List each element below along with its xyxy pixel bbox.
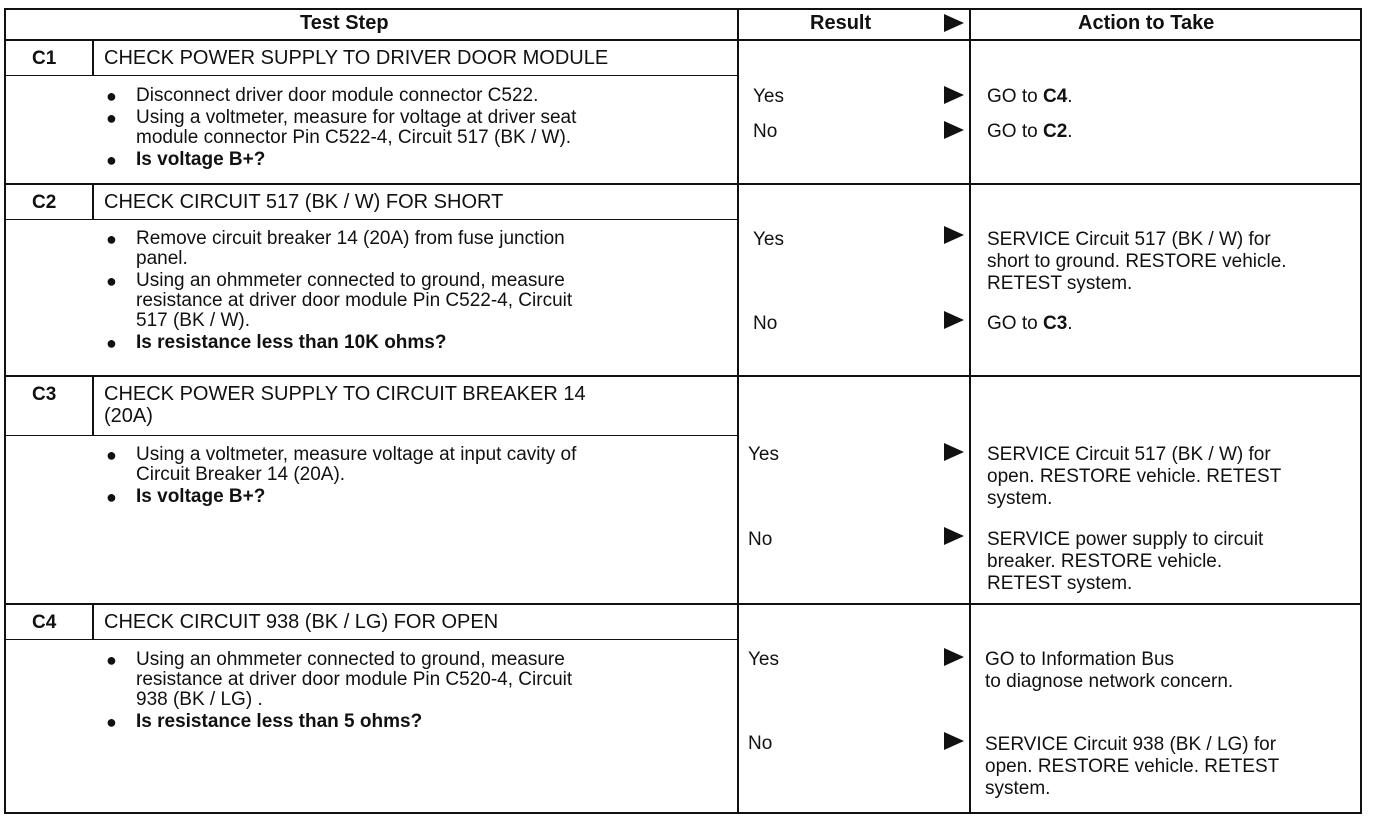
bullet-icon: ●: [106, 86, 117, 106]
step-id-c2: C2: [32, 192, 57, 213]
row-separator-c1-c2: [4, 183, 1362, 185]
result-no-c2: No: [753, 313, 778, 334]
id-divider-c1: [92, 40, 94, 76]
id-divider-c4: [92, 604, 94, 640]
arrow-icon: [944, 443, 964, 461]
procedure-question: ●Is resistance less than 10K ohms?: [106, 332, 447, 354]
result-no-c3: No: [748, 529, 773, 550]
bullet-icon: ●: [106, 487, 117, 507]
arrow-icon: [944, 121, 964, 139]
procedure-item: ●Using a voltmeter, measure for voltage …: [106, 107, 577, 129]
step-title-c4: CHECK CIRCUIT 938 (BK / LG) FOR OPEN: [104, 611, 499, 633]
action-no-c1: GO to C2.: [987, 121, 1073, 142]
arrow-icon: [944, 86, 964, 104]
step-id-c3: C3: [32, 384, 57, 405]
procedure-item-cont: module connector Pin C522-4, Circuit 517…: [136, 127, 572, 148]
arrow-icon: [944, 732, 964, 750]
bullet-icon: ●: [106, 150, 117, 170]
bullet-icon: ●: [106, 229, 117, 249]
procedure-c3: ●Using a voltmeter, measure voltage at i…: [100, 445, 720, 509]
procedure-item: ●Using an ohmmeter connected to ground, …: [106, 649, 565, 671]
procedure-c2: ●Remove circuit breaker 14 (20A) from fu…: [100, 229, 720, 355]
action-no-c3: SERVICE power supply to circuit breaker.…: [987, 529, 1264, 594]
bullet-icon: ●: [106, 712, 117, 732]
bullet-icon: ●: [106, 271, 117, 291]
action-no-c4: SERVICE Circuit 938 (BK / LG) for open. …: [985, 734, 1280, 799]
step-title-c2: CHECK CIRCUIT 517 (BK / W) FOR SHORT: [104, 191, 504, 213]
procedure-item-cont: 517 (BK / W).: [136, 310, 251, 331]
table-bottom-border: [4, 812, 1362, 814]
id-divider-c3: [92, 376, 94, 436]
table-left-border: [4, 8, 6, 814]
row-separator-c2-c3: [4, 375, 1362, 377]
procedure-item: ●Using an ohmmeter connected to ground, …: [106, 270, 565, 292]
procedure-item-cont: resistance at driver door module Pin C52…: [136, 290, 573, 311]
title-rule-c3: [4, 435, 738, 436]
header-arrow-icon: [944, 14, 964, 32]
header-result: Result: [810, 12, 872, 34]
action-yes-c1: GO to C4.: [987, 86, 1073, 107]
title-rule-c4: [4, 639, 738, 640]
row-separator-c3-c4: [4, 603, 1362, 605]
procedure-item: ●Disconnect driver door module connector…: [106, 85, 539, 107]
action-yes-c2: SERVICE Circuit 517 (BK / W) for short t…: [987, 229, 1287, 294]
step-title-c3: CHECK POWER SUPPLY TO CIRCUIT BREAKER 14…: [104, 383, 586, 427]
header-action: Action to Take: [1078, 12, 1215, 34]
test-step-divider: [737, 8, 739, 814]
procedure-item-cont: Circuit Breaker 14 (20A).: [136, 464, 346, 485]
step-id-c1: C1: [32, 48, 57, 69]
arrow-icon: [944, 226, 964, 244]
procedure-item-cont: panel.: [136, 248, 188, 269]
table-top-border: [4, 8, 1362, 10]
result-yes-c1: Yes: [753, 86, 784, 107]
arrow-icon: [944, 527, 964, 545]
bullet-icon: ●: [106, 650, 117, 670]
table-right-border: [1360, 8, 1362, 814]
procedure-item-cont: resistance at driver door module Pin C52…: [136, 669, 573, 690]
result-no-c4: No: [748, 733, 773, 754]
result-yes-c4: Yes: [748, 649, 779, 670]
procedure-c1: ●Disconnect driver door module connector…: [100, 86, 720, 172]
result-yes-c2: Yes: [753, 229, 784, 250]
result-divider: [969, 8, 971, 814]
result-no-c1: No: [753, 121, 778, 142]
header-bottom-border: [4, 39, 1362, 41]
result-yes-c3: Yes: [748, 444, 779, 465]
step-id-c4: C4: [32, 612, 57, 633]
procedure-question: ●Is voltage B+?: [106, 149, 266, 171]
procedure-c4: ●Using an ohmmeter connected to ground, …: [100, 650, 720, 734]
procedure-item: ●Using a voltmeter, measure voltage at i…: [106, 444, 577, 466]
header-test-step: Test Step: [300, 12, 389, 34]
title-rule-c1: [4, 75, 738, 76]
procedure-question: ●Is voltage B+?: [106, 486, 266, 508]
bullet-icon: ●: [106, 445, 117, 465]
action-yes-c3: SERVICE Circuit 517 (BK / W) for open. R…: [987, 444, 1282, 509]
procedure-question: ●Is resistance less than 5 ohms?: [106, 711, 423, 733]
step-title-c1: CHECK POWER SUPPLY TO DRIVER DOOR MODULE: [104, 47, 609, 69]
procedure-item: ●Remove circuit breaker 14 (20A) from fu…: [106, 228, 565, 250]
bullet-icon: ●: [106, 108, 117, 128]
action-yes-c4: GO to Information Bus to diagnose networ…: [985, 649, 1234, 692]
arrow-icon: [944, 648, 964, 666]
action-no-c2: GO to C3.: [987, 313, 1073, 334]
bullet-icon: ●: [106, 333, 117, 353]
id-divider-c2: [92, 184, 94, 220]
arrow-icon: [944, 311, 964, 329]
procedure-item-cont: 938 (BK / LG) .: [136, 689, 263, 710]
title-rule-c2: [4, 219, 738, 220]
